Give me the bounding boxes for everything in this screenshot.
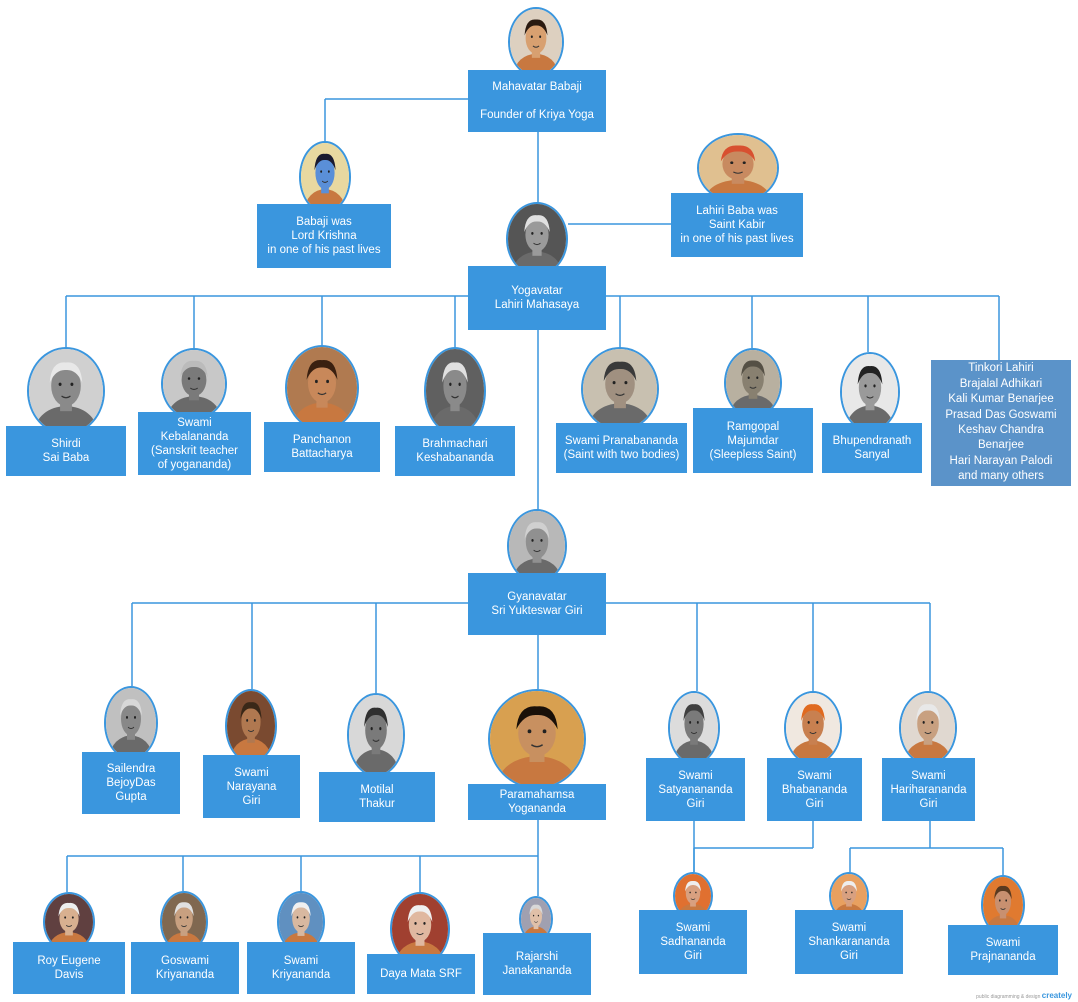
rajarshi-node[interactable]: Rajarshi Janakananda [483, 933, 591, 995]
pranabananda-node[interactable]: Swami Pranabananda (Saint with two bodie… [556, 423, 687, 473]
pranabananda-portrait-image [581, 347, 659, 431]
satyananda-node[interactable]: Swami Satyanananda Giri [646, 758, 745, 821]
dayamata-portrait-image [390, 892, 450, 966]
yogananda-node[interactable]: Paramahamsa Yogananda [468, 784, 606, 820]
ramgopal-portrait-image [724, 348, 782, 418]
kabir-portrait-image [697, 133, 779, 203]
bhupendranath-node[interactable]: Bhupendranath Sanyal [822, 423, 922, 473]
bhabananda-node[interactable]: Swami Bhabananda Giri [767, 758, 862, 821]
yukteswar-portrait-image [507, 509, 567, 583]
babaji-node[interactable]: Mahavatar Babaji Founder of Kriya Yoga [468, 70, 606, 132]
creately-footer: public diagramming & design creately [976, 991, 1072, 1000]
lahiri-node[interactable]: Yogavatar Lahiri Mahasaya [468, 266, 606, 330]
ramgopal-node[interactable]: Ramgopal Majumdar (Sleepless Saint) [693, 408, 813, 473]
krishna-node[interactable]: Babaji was Lord Krishna in one of his pa… [257, 204, 391, 268]
panchanon-portrait-image [285, 345, 359, 431]
footer-tagline: public diagramming & design [976, 994, 1041, 1000]
dayamata-node[interactable]: Daya Mata SRF [367, 954, 475, 994]
prajnananda-node[interactable]: Swami Prajnananda [948, 925, 1058, 975]
bhupendranath-portrait-image [840, 352, 900, 432]
motilal-node[interactable]: Motilal Thakur [319, 772, 435, 822]
narayana-portrait-image [225, 689, 277, 763]
sai-node[interactable]: Shirdi Sai Baba [6, 426, 126, 476]
kabir-node[interactable]: Lahiri Baba was Saint Kabir in one of hi… [671, 193, 803, 257]
goswami-node[interactable]: Goswami Kriyananda [131, 942, 239, 994]
babaji-portrait-image [508, 7, 564, 77]
motilal-portrait-image [347, 693, 405, 777]
lahiri-portrait-image [506, 202, 568, 276]
sailendra-portrait-image [104, 686, 158, 760]
krishna-portrait-image [299, 141, 351, 213]
yogananda-portrait-image [488, 689, 586, 789]
hariharananda-node[interactable]: Swami Hariharananda Giri [882, 758, 975, 821]
keshabananda-portrait-image [424, 347, 486, 435]
panchanon-node[interactable]: Panchanon Battacharya [264, 422, 380, 472]
sailendra-node[interactable]: Sailendra BejoyDas Gupta [82, 752, 180, 814]
narayana-node[interactable]: Swami Narayana Giri [203, 755, 300, 818]
kebalananda-node[interactable]: Swami Kebalananda (Sanskrit teacher of y… [138, 412, 251, 475]
tinkori-node[interactable]: Tinkori Lahiri Brajalal Adhikari Kali Ku… [931, 360, 1071, 486]
yukteswar-node[interactable]: Gyanavatar Sri Yukteswar Giri [468, 573, 606, 635]
keshabananda-node[interactable]: Brahmachari Keshabananda [395, 426, 515, 476]
hariharananda-portrait-image [899, 691, 957, 765]
kriyananda-node[interactable]: Swami Kriyananda [247, 942, 355, 994]
satyananda-portrait-image [668, 691, 720, 765]
sai-portrait-image [27, 347, 105, 435]
shankarananda-node[interactable]: Swami Shankarananda Giri [795, 910, 903, 974]
bhabananda-portrait-image [784, 691, 842, 765]
creately-logo: creately [1041, 991, 1072, 1000]
davis-node[interactable]: Roy Eugene Davis [13, 942, 125, 994]
kebalananda-portrait-image [161, 348, 227, 420]
sadhananda-node[interactable]: Swami Sadhananda Giri [639, 910, 747, 974]
